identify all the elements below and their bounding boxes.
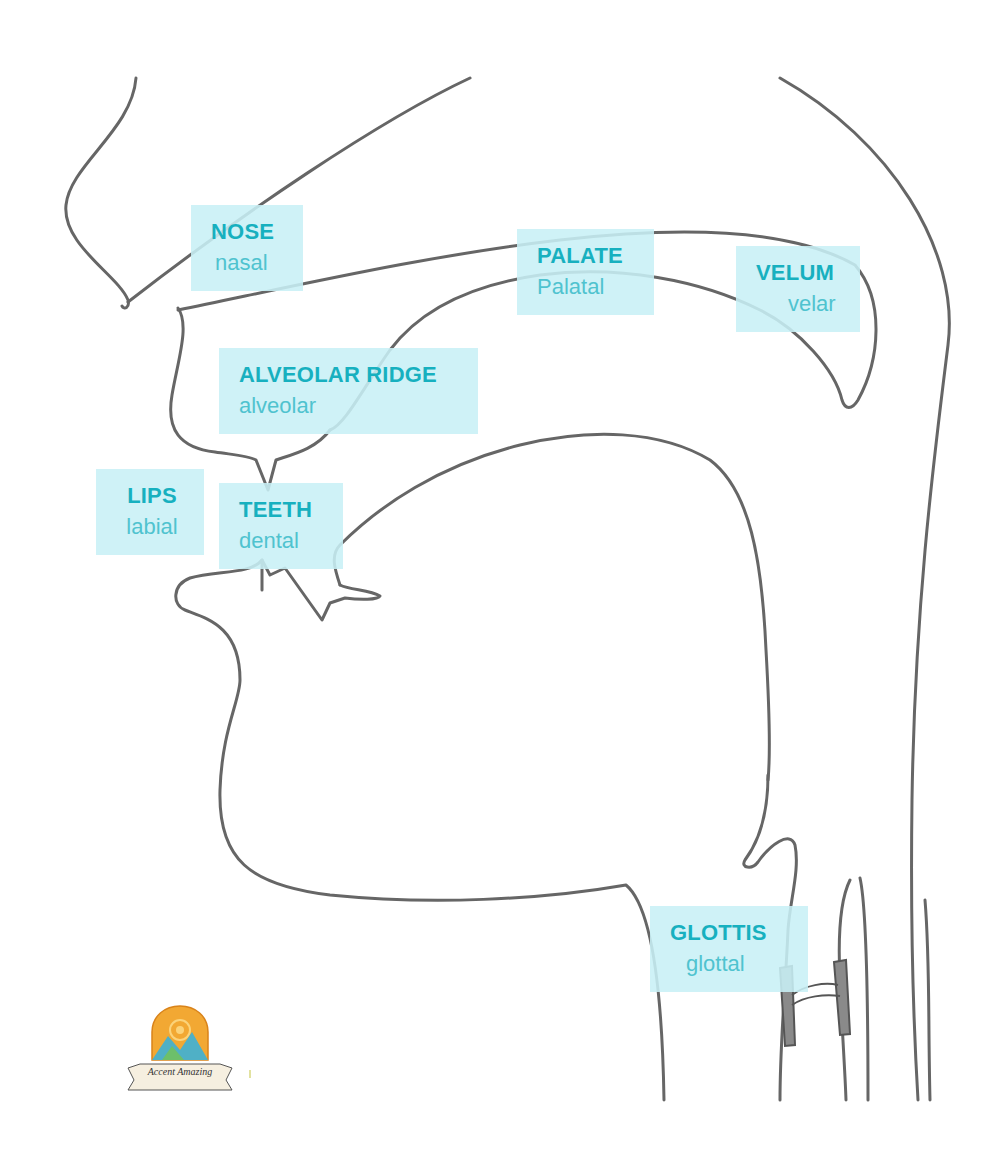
place-term: dental: [239, 527, 327, 555]
label-box: NOSEnasal: [191, 205, 303, 291]
label-box: PALATEPalatal: [517, 229, 654, 315]
place-term: alveolar: [239, 392, 462, 420]
place-term: glottal: [670, 950, 792, 978]
logo: [128, 1006, 250, 1090]
place-term: labial: [116, 513, 188, 541]
logo-text: Accent Amazing: [130, 1066, 230, 1077]
part-name: ALVEOLAR RIDGE: [239, 358, 462, 392]
part-name: PALATE: [537, 239, 638, 273]
part-name: TEETH: [239, 493, 327, 527]
place-term: Palatal: [537, 273, 638, 301]
part-name: LIPS: [116, 479, 188, 513]
part-name: NOSE: [211, 215, 287, 249]
label-box: LIPSlabial: [96, 469, 204, 555]
place-term: nasal: [211, 249, 287, 277]
part-name: VELUM: [756, 256, 844, 290]
label-box: GLOTTISglottal: [650, 906, 808, 992]
label-box: TEETHdental: [219, 483, 343, 569]
label-box: VELUMvelar: [736, 246, 860, 332]
part-name: GLOTTIS: [670, 916, 792, 950]
label-box: ALVEOLAR RIDGEalveolar: [219, 348, 478, 434]
place-term: velar: [756, 290, 844, 318]
